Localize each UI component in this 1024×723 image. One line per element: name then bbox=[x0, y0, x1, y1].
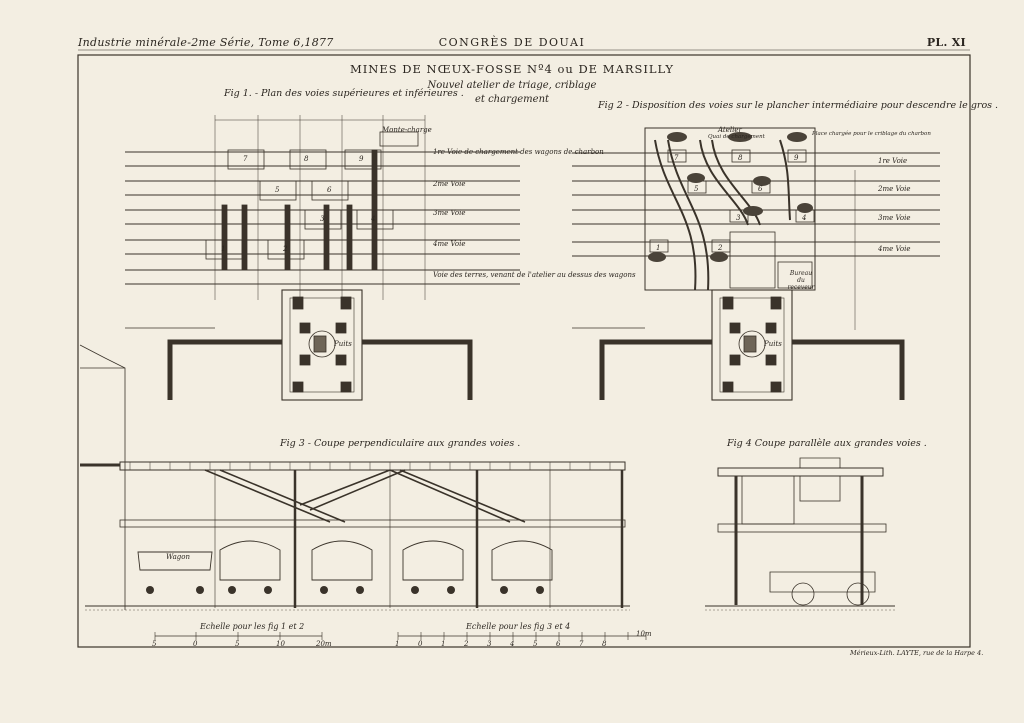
fig2-place-charge-label: Place chargée pour le criblage du charbo… bbox=[812, 131, 931, 137]
fig1-puits-label: Puits bbox=[334, 340, 352, 348]
side-building bbox=[79, 344, 126, 610]
plate-title: MINES DE NŒUX-FOSSE Nº4 ou DE MARSILLY bbox=[349, 62, 675, 76]
scale-34-tick: 10m bbox=[636, 630, 652, 638]
plate-subtitle-2: et chargement bbox=[474, 94, 550, 105]
scale-12-label: Echelle pour les fig 1 et 2 bbox=[200, 622, 305, 631]
fig2-box-5: 5 bbox=[694, 185, 699, 193]
fig2-plan bbox=[572, 127, 940, 401]
fig1-caption: Fig 1. - Plan des voies supérieures et i… bbox=[224, 88, 464, 99]
fig4-section bbox=[705, 457, 895, 611]
scale-12-tick: 5 bbox=[235, 640, 240, 648]
fig2-box-9: 9 bbox=[794, 154, 799, 162]
fig2-track1-label: 1re Voie bbox=[878, 157, 908, 165]
lithographer-imprint: Mérieux-Lith. LAYTE, rue de la Harpe 4. bbox=[850, 649, 984, 657]
scale-34-tick: 3 bbox=[487, 640, 492, 648]
fig1-box-6: 6 bbox=[327, 186, 332, 194]
scale-12-tick: 20m bbox=[316, 640, 332, 648]
scale-34-tick: 1 bbox=[395, 640, 400, 648]
fig2-track3-label: 3me Voie bbox=[878, 214, 911, 222]
fig1-track1-label: 1re Voie de chargement des wagons de cha… bbox=[433, 148, 604, 156]
fig1-box-1: 1 bbox=[221, 245, 226, 253]
fig2-box-1: 1 bbox=[656, 244, 661, 252]
fig1-track3-label: 3me Voie bbox=[433, 209, 466, 217]
fig3-section bbox=[80, 461, 630, 611]
congress-title: CONGRÈS DE DOUAI bbox=[438, 36, 586, 49]
fig2-box-8: 8 bbox=[738, 154, 743, 162]
scale-bars bbox=[154, 632, 647, 640]
fig1-box-4: 4 bbox=[371, 215, 376, 223]
fig2-box-6: 6 bbox=[758, 185, 763, 193]
scale-34-tick: 4 bbox=[510, 640, 515, 648]
plate-number: PL. XI bbox=[926, 36, 966, 49]
scale-34-tick: 8 bbox=[602, 640, 607, 648]
fig2-quai-label: Quai de chargement bbox=[708, 134, 765, 140]
fig1-voie-terres-label: Voie des terres, venant de l'atelier au … bbox=[433, 271, 636, 279]
fig2-puits-label: Puits bbox=[764, 340, 782, 348]
scale-34-label: Echelle pour les fig 3 et 4 bbox=[466, 622, 571, 631]
scale-12-tick: 10 bbox=[276, 640, 285, 648]
fig1-box-5: 5 bbox=[275, 186, 280, 194]
fig3-wagon-label: Wagon bbox=[166, 553, 190, 561]
scale-34-tick: 0 bbox=[418, 640, 423, 648]
plate-subtitle-1: Nouvel atelier de triage, criblage bbox=[427, 80, 597, 91]
journal-reference: Industrie minérale-2me Série, Tome 6,187… bbox=[78, 36, 334, 49]
fig2-box-2: 2 bbox=[718, 244, 723, 252]
fig1-monte-charge-label: Monte-charge bbox=[382, 126, 432, 134]
fig2-box-7: 7 bbox=[674, 154, 679, 162]
scale-34-tick: 2 bbox=[464, 640, 469, 648]
fig2-box-4: 4 bbox=[802, 214, 807, 222]
scale-34-tick: 7 bbox=[579, 640, 584, 648]
fig2-bureau-label: Bureau du receveur bbox=[787, 270, 815, 291]
fig1-plan bbox=[125, 115, 520, 401]
scale-34-tick: 5 bbox=[533, 640, 538, 648]
fig1-box-3: 3 bbox=[320, 215, 325, 223]
scale-34-tick: 1 bbox=[441, 640, 446, 648]
scale-12-tick: 0 bbox=[193, 640, 198, 648]
fig1-box-2: 2 bbox=[283, 245, 288, 253]
scale-34-tick: 6 bbox=[556, 640, 561, 648]
fig4-caption: Fig 4 Coupe parallèle aux grandes voies … bbox=[727, 438, 927, 449]
fig1-box-7: 7 bbox=[243, 155, 248, 163]
fig2-atelier-label: Atelier bbox=[718, 126, 742, 134]
fig3-caption: Fig 3 - Coupe perpendiculaire aux grande… bbox=[280, 438, 521, 449]
scale-12-tick: 5 bbox=[152, 640, 157, 648]
fig2-caption: Fig 2 - Disposition des voies sur le pla… bbox=[598, 100, 999, 111]
fig1-box-8: 8 bbox=[304, 155, 309, 163]
fig1-track2-label: 2me Voie bbox=[433, 180, 466, 188]
fig2-track2-label: 2me Voie bbox=[878, 185, 911, 193]
fig1-box-9: 9 bbox=[359, 155, 364, 163]
fig2-box-3: 3 bbox=[736, 214, 741, 222]
plate-frame bbox=[77, 54, 971, 648]
fig2-track4-label: 4me Voie bbox=[878, 245, 911, 253]
fig1-track4-label: 4me Voie bbox=[433, 240, 466, 248]
